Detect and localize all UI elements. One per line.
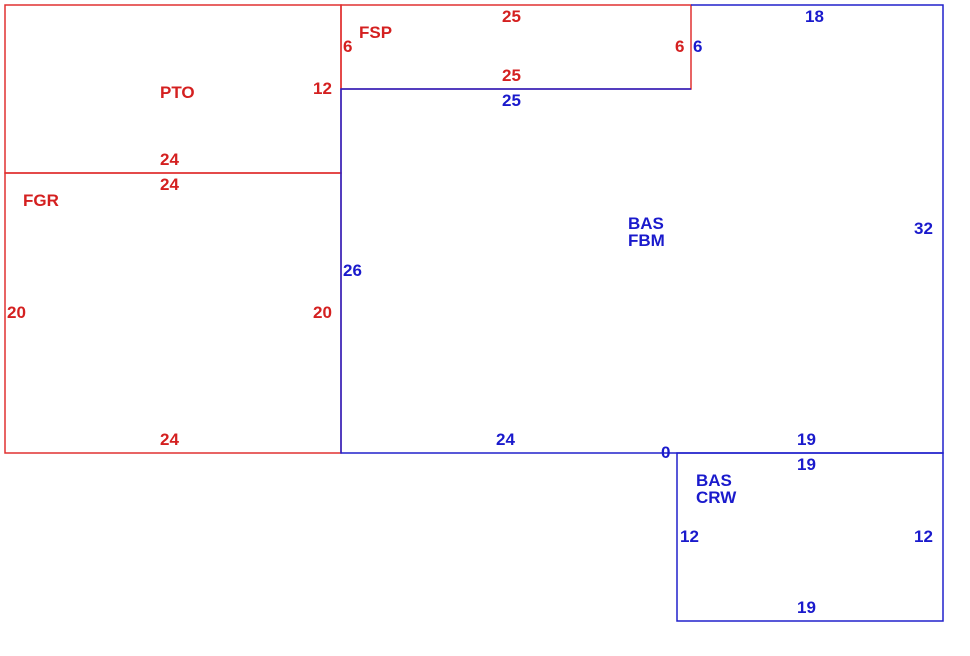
bas-fbm-code-line1: BAS	[628, 214, 664, 233]
fgr-area-code: FGR	[23, 191, 59, 210]
fsp-right-dimension: 6	[675, 37, 684, 56]
bas-fbm-area-outline	[340, 4, 944, 454]
bas-fbm-left-dimension: 26	[343, 261, 362, 280]
fsp-area-code: FSP	[359, 23, 392, 42]
bas-fbm-bottom-left-dimension: 24	[496, 430, 515, 449]
fsp-top-dimension: 25	[502, 7, 521, 26]
bas-corner-dimension: 0	[661, 443, 670, 462]
bas-crw-code-line1: BAS	[696, 471, 732, 490]
fgr-area-outline	[4, 172, 342, 454]
bas-fbm-top-dimension: 18	[805, 7, 824, 26]
fgr-right-dimension: 20	[313, 303, 332, 322]
bas-fbm-notch-dimension: 6	[693, 37, 702, 56]
bas-crw-bottom-dimension: 19	[797, 598, 816, 617]
bas-fbm-inner-top-dimension: 25	[502, 91, 521, 110]
fgr-top-dimension: 24	[160, 175, 179, 194]
bas-fbm-right-dimension: 32	[914, 219, 933, 238]
fsp-left-dimension: 6	[343, 37, 352, 56]
pto-right-dimension: 12	[313, 79, 332, 98]
fgr-bottom-dimension: 24	[160, 430, 179, 449]
bas-fbm-code-line2: FBM	[628, 231, 665, 250]
bas-crw-area-outline	[676, 452, 944, 622]
bas-crw-right-dimension: 12	[914, 527, 933, 546]
pto-top-dimension: 24	[160, 150, 179, 169]
bas-fbm-bottom-right-dimension: 19	[797, 430, 816, 449]
bas-crw-code-line2: CRW	[696, 488, 737, 507]
bas-crw-left-dimension: 12	[680, 527, 699, 546]
pto-area-code: PTO	[160, 83, 195, 102]
bas-crw-top-dimension: 19	[797, 455, 816, 474]
fsp-bottom-dimension: 25	[502, 66, 521, 85]
fgr-left-dimension: 20	[7, 303, 26, 322]
